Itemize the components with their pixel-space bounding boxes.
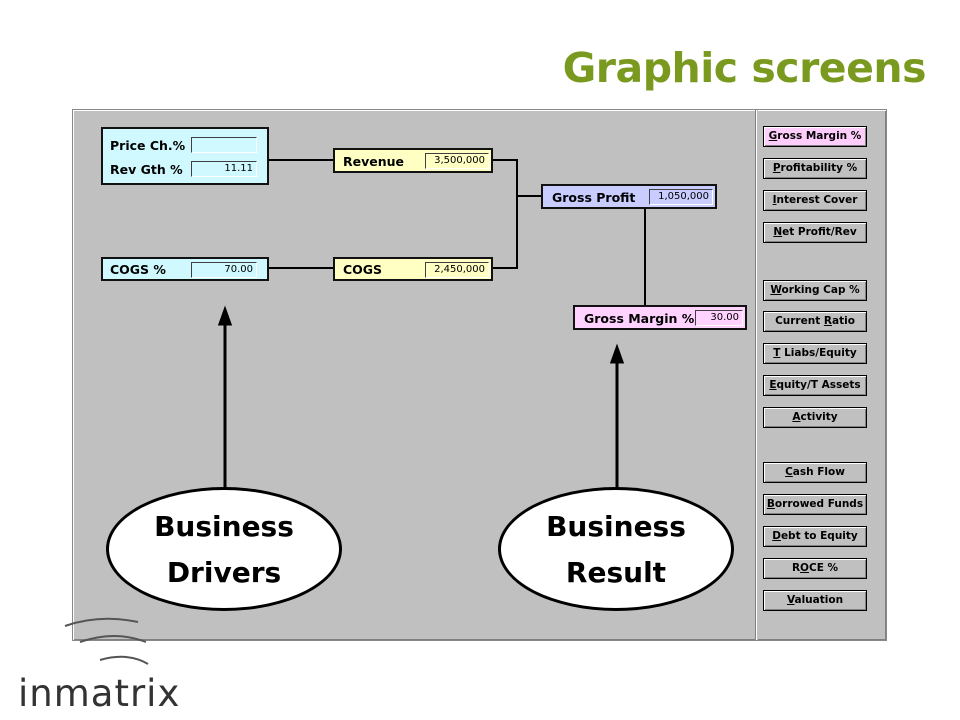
ratio-button-borrowed-funds[interactable]: Borrowed Funds [763, 494, 867, 515]
ratio-button-profitability[interactable]: Profitability % [763, 158, 867, 179]
ratio-button-cash-flow[interactable]: Cash Flow [763, 462, 867, 483]
business-result-callout: Business Result [498, 487, 734, 611]
revenue-growth-label: Rev Gth % [110, 162, 183, 177]
price-revenue-input-box: Price Ch.% Rev Gth % 11.11 [101, 127, 269, 185]
cogs-field: 2,450,000 [425, 262, 489, 278]
ratio-button-debt-to-equity[interactable]: Debt to Equity [763, 526, 867, 547]
ratio-button-gross-margin[interactable]: Gross Margin % [763, 126, 867, 147]
slide-title: Graphic screens [562, 44, 927, 92]
result-line2: Result [565, 556, 667, 589]
drivers-line1: Business [154, 510, 294, 543]
gross-profit-box: Gross Profit 1,050,000 [541, 184, 717, 209]
gross-margin-label: Gross Margin % [584, 311, 695, 326]
price-change-field[interactable] [191, 137, 257, 153]
ratio-button-valuation[interactable]: Valuation [763, 590, 867, 611]
cogs-label: COGS [343, 262, 383, 277]
ratio-button-equity-t-assets[interactable]: Equity/T Assets [763, 375, 867, 396]
revenue-label: Revenue [343, 154, 405, 169]
ratio-button-interest-cover[interactable]: Interest Cover [763, 190, 867, 211]
gross-margin-box: Gross Margin % 30.00 [573, 305, 747, 330]
ratio-button-net-profit-rev[interactable]: Net Profit/Rev [763, 222, 867, 243]
result-line1: Business [546, 510, 686, 543]
connector-bracket [493, 159, 518, 269]
cogs-box: COGS 2,450,000 [333, 257, 493, 281]
ratio-button-roce[interactable]: ROCE % [763, 558, 867, 579]
panel-divider [755, 110, 758, 640]
ratio-button-t-liabs-equity[interactable]: T Liabs/Equity [763, 343, 867, 364]
ratio-button-current-ratio[interactable]: Current Ratio [763, 311, 867, 332]
gross-profit-field: 1,050,000 [649, 189, 713, 205]
cogs-pct-input-box: COGS % 70.00 [101, 257, 269, 281]
connector-lines [269, 159, 646, 305]
price-change-label: Price Ch.% [110, 138, 186, 153]
revenue-growth-field[interactable]: 11.11 [191, 161, 257, 177]
business-drivers-callout: Business Drivers [106, 487, 342, 611]
cogs-pct-field[interactable]: 70.00 [191, 262, 257, 278]
logo-text: inmatrix [18, 672, 181, 715]
logo-swirl-icon [64, 617, 149, 665]
revenue-box: Revenue 3,500,000 [333, 148, 493, 173]
gross-margin-field: 30.00 [695, 310, 743, 326]
gross-profit-label: Gross Profit [552, 190, 636, 205]
ratio-button-activity[interactable]: Activity [763, 407, 867, 428]
drivers-line2: Drivers [166, 556, 282, 589]
ratio-button-working-cap[interactable]: Working Cap % [763, 280, 867, 301]
cogs-pct-label: COGS % [110, 262, 166, 277]
revenue-field: 3,500,000 [425, 153, 489, 169]
